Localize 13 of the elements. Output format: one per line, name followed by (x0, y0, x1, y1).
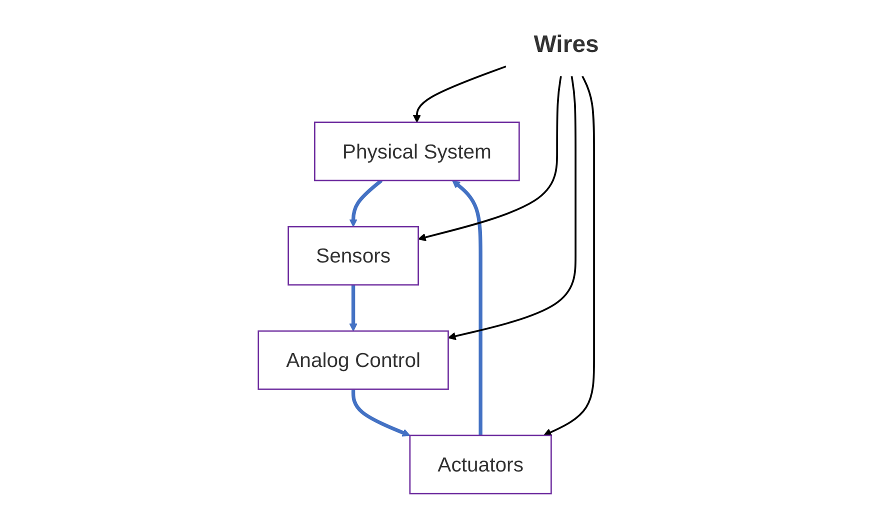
arrow (543, 76, 595, 436)
arrow (448, 76, 576, 340)
node-box: Physical System (314, 122, 520, 182)
node-box: Actuators (409, 434, 552, 494)
arrow (418, 76, 562, 242)
arrow (351, 389, 410, 437)
node-text: Wires (534, 30, 599, 58)
arrow (412, 66, 506, 123)
arrow (452, 180, 482, 436)
arrow (349, 284, 358, 332)
arrow (349, 179, 383, 228)
node-box: Sensors (288, 226, 419, 286)
node-box: Analog Control (258, 330, 449, 390)
